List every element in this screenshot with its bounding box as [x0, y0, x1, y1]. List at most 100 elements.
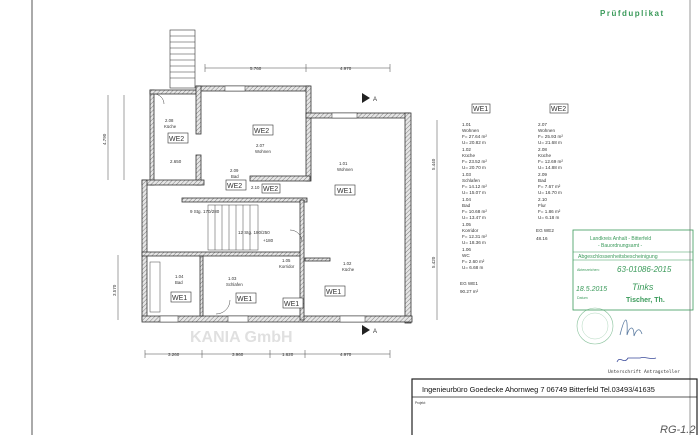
svg-text:EG WE1: EG WE1 — [460, 281, 478, 286]
svg-text:U= 20.70 m: U= 20.70 m — [462, 165, 486, 170]
svg-text:EG WE2: EG WE2 — [536, 228, 554, 233]
dim-right-2: 5.420 — [431, 256, 436, 268]
svg-text:1.06: 1.06 — [462, 247, 471, 252]
room-name: Wohnen — [337, 167, 354, 172]
section-marker-top: A — [362, 93, 377, 103]
building-walls — [141, 85, 413, 324]
svg-text:F= 27.64 m²: F= 27.64 m² — [462, 134, 487, 139]
svg-text:1.04: 1.04 — [462, 197, 471, 202]
svg-text:F= 7.67 m²: F= 7.67 m² — [538, 184, 561, 189]
svg-text:4.970: 4.970 — [340, 352, 352, 357]
svg-text:F= 10.68 m²: F= 10.68 m² — [462, 209, 487, 214]
svg-text:U= 13.47 m: U= 13.47 m — [462, 215, 486, 220]
svg-text:90.27 m²: 90.27 m² — [460, 289, 479, 294]
svg-text:3.260: 3.260 — [168, 352, 180, 357]
svg-text:1.05: 1.05 — [462, 222, 471, 227]
svg-text:1.01: 1.01 — [462, 122, 471, 127]
svg-text:U= 6.18 m: U= 6.18 m — [538, 215, 559, 220]
svg-text:U= 15.07 m: U= 15.07 m — [462, 190, 486, 195]
svg-text:Schlafen: Schlafen — [462, 178, 480, 183]
svg-text:F= 12.31 m²: F= 12.31 m² — [462, 234, 487, 239]
room-no: 1.04 — [175, 274, 184, 279]
svg-text:Landkreis Anhalt - Bitterfeld: Landkreis Anhalt - Bitterfeld — [590, 236, 651, 242]
approval-stamp: Landkreis Anhalt - Bitterfeld - Bauordnu… — [572, 229, 694, 311]
section-marker-bottom: A — [362, 325, 377, 335]
unit-tags — [167, 124, 356, 309]
svg-text:WE2: WE2 — [169, 136, 184, 143]
svg-text:F= 23.52 m²: F= 23.52 m² — [462, 159, 487, 164]
room-name: Korridor — [279, 264, 295, 269]
room-name: Küche — [342, 267, 355, 272]
room-no: 1.01 — [339, 161, 348, 166]
svg-text:WE1: WE1 — [326, 289, 341, 296]
dim-right-1: 5.440 — [431, 158, 436, 170]
svg-text:Datum: Datum — [577, 296, 588, 300]
stair-label-3: +180 — [263, 238, 274, 243]
svg-text:F= 14.12 m²: F= 14.12 m² — [462, 184, 487, 189]
room-name: Bad — [231, 174, 239, 179]
svg-text:1.03: 1.03 — [462, 172, 471, 177]
svg-text:63-01086-2015: 63-01086-2015 — [617, 265, 672, 274]
applicant-signature-label: Unterschrift Antragsteller — [608, 369, 680, 375]
inner-dimension: 2.650 — [170, 159, 182, 164]
bottom-dim-labels: 3.260 3.960 1.620 4.970 — [168, 352, 352, 357]
svg-text:- Bauordnungsamt -: - Bauordnungsamt - — [598, 243, 643, 249]
svg-text:3.960: 3.960 — [232, 352, 244, 357]
svg-text:RG-1.2: RG-1.2 — [660, 424, 695, 435]
svg-text:2.09: 2.09 — [538, 172, 547, 177]
room-labels: 2.08 Küche 2.07 Wohnen 2.09 Bad 2.10 1.0… — [164, 118, 355, 287]
svg-text:WE2: WE2 — [254, 128, 269, 135]
svg-text:WC: WC — [462, 253, 470, 258]
room-no: 2.10 — [251, 185, 260, 190]
svg-text:Wohnen: Wohnen — [538, 128, 555, 133]
official-seal — [576, 307, 643, 345]
room-no: 1.02 — [343, 261, 352, 266]
svg-text:Tinks: Tinks — [632, 282, 654, 292]
svg-text:Küche: Küche — [462, 153, 475, 158]
title-block: Ingenieurbüro Goedecke Ahornweg 7 06749 … — [411, 378, 698, 435]
area-list-we2: WE2 2.07 Wohnen F= 25.93 m² U= 21.68 m 2… — [536, 103, 569, 241]
svg-text:F= 2.60 m²: F= 2.60 m² — [462, 259, 485, 264]
dim-left-2: 3.570 — [112, 284, 117, 296]
room-name: Küche — [164, 124, 177, 129]
svg-text:Projekt:: Projekt: — [415, 401, 426, 405]
svg-text:U= 21.68 m: U= 21.68 m — [538, 140, 562, 145]
svg-text:U= 6.68 m: U= 6.68 m — [462, 265, 483, 270]
svg-text:A: A — [373, 97, 377, 103]
svg-text:1.02: 1.02 — [462, 147, 471, 152]
applicant-signature — [616, 357, 657, 363]
svg-text:A: A — [373, 329, 377, 335]
room-no: 2.07 — [256, 143, 265, 148]
windows — [159, 85, 366, 323]
room-name: Schlafen — [226, 282, 243, 287]
svg-text:Tischer, Th.: Tischer, Th. — [626, 297, 665, 304]
svg-text:Wohnen: Wohnen — [462, 128, 479, 133]
svg-text:2.08: 2.08 — [538, 147, 547, 152]
room-name: Bad — [175, 280, 183, 285]
svg-text:Bad: Bad — [538, 178, 547, 183]
room-no: 2.08 — [165, 118, 174, 123]
room-no: 2.09 — [230, 168, 239, 173]
room-no: 1.03 — [228, 276, 237, 281]
dimension-left — [107, 95, 125, 320]
stair-label-2: 12 Stg. 180/250 — [238, 230, 270, 235]
svg-text:F= 12.69 m²: F= 12.69 m² — [538, 159, 563, 164]
svg-text:WE2: WE2 — [227, 183, 242, 190]
svg-text:Flur: Flur — [538, 203, 546, 208]
svg-text:Bad: Bad — [462, 203, 471, 208]
svg-text:WE1: WE1 — [237, 296, 252, 303]
room-no: 1.05 — [282, 258, 291, 263]
svg-text:Küche: Küche — [538, 153, 551, 158]
dimension-bottom — [144, 350, 391, 358]
svg-text:2.10: 2.10 — [538, 197, 547, 202]
stair-label-1: 9 Stg. 170/280 — [190, 209, 220, 214]
svg-text:F= 25.93 m²: F= 25.93 m² — [538, 134, 563, 139]
svg-text:Aktenzeichen:: Aktenzeichen: — [577, 268, 600, 272]
svg-text:WE1: WE1 — [284, 301, 299, 308]
svg-text:48.16: 48.16 — [536, 236, 548, 241]
svg-text:WE2: WE2 — [263, 186, 278, 193]
pruefduplikat-label: Prüfduplikat — [600, 9, 665, 18]
svg-text:18.5.2015: 18.5.2015 — [576, 286, 607, 293]
svg-text:WE1: WE1 — [172, 295, 187, 302]
